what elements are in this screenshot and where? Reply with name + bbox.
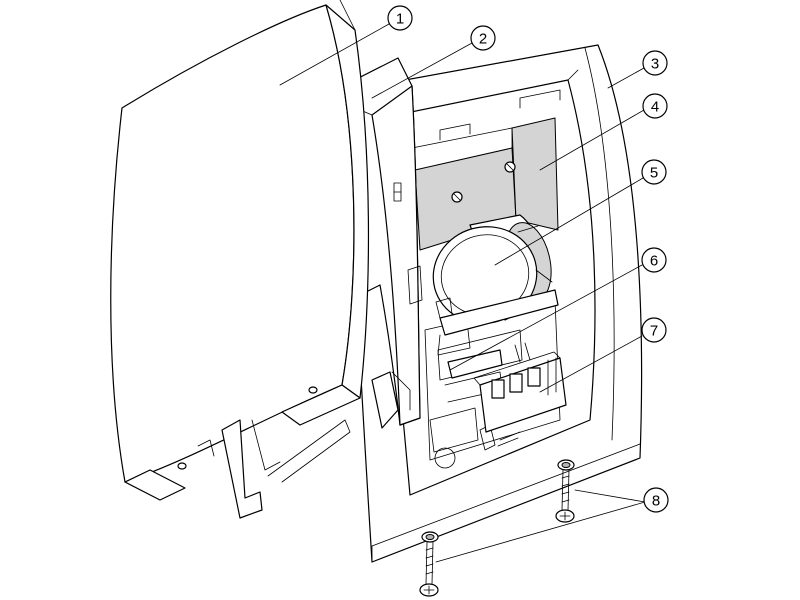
screw-lower bbox=[419, 531, 439, 597]
mounting-screws bbox=[419, 459, 575, 597]
callout-4: 4 bbox=[642, 93, 668, 119]
callout-4-label: 4 bbox=[651, 99, 659, 116]
callout-1: 1 bbox=[387, 5, 413, 31]
callout-7: 7 bbox=[641, 317, 667, 343]
callout-1-label: 1 bbox=[396, 11, 404, 28]
bracket bbox=[435, 289, 559, 379]
callout-5: 5 bbox=[641, 159, 667, 185]
callout-6: 6 bbox=[641, 247, 667, 273]
callout-8: 8 bbox=[643, 487, 669, 513]
callout-2: 2 bbox=[470, 25, 496, 51]
callout-3: 3 bbox=[642, 50, 668, 76]
callout-6-label: 6 bbox=[650, 253, 658, 270]
callout-7-label: 7 bbox=[650, 323, 658, 340]
callout-5-label: 5 bbox=[650, 165, 658, 182]
leader-lines bbox=[279, 23, 646, 563]
screw-upper bbox=[555, 459, 575, 523]
terminal-block bbox=[473, 351, 567, 433]
interior-electronics bbox=[424, 299, 561, 469]
front-cover bbox=[110, 0, 370, 519]
callout-8-label: 8 bbox=[652, 493, 660, 510]
heating-cylinder bbox=[432, 214, 553, 324]
callout-3-label: 3 bbox=[651, 56, 659, 73]
callout-2-label: 2 bbox=[479, 31, 487, 48]
